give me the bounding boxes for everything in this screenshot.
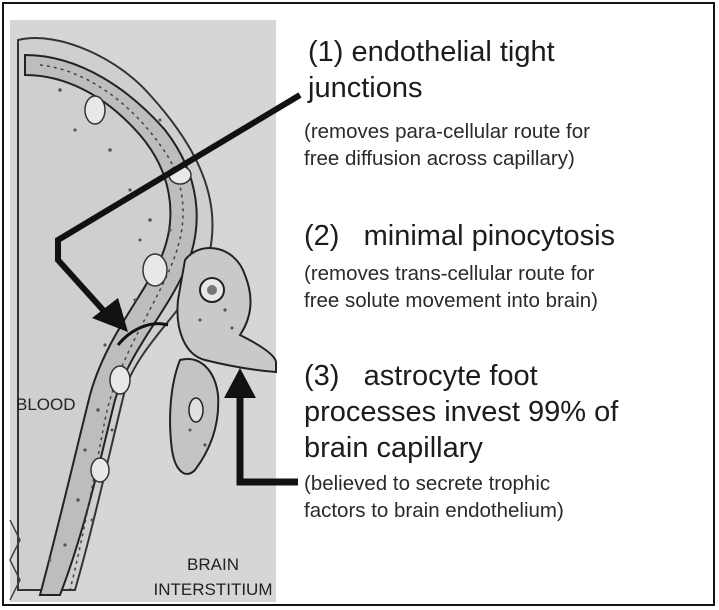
brain-interstitium-line1: BRAIN <box>148 552 278 577</box>
annotation-2-heading-line: (2) minimal pinocytosis <box>304 218 615 254</box>
astrocyte-nucleolus <box>207 285 217 295</box>
endothelial-nucleus <box>143 254 167 286</box>
annotation-1-heading: (1) endothelial tight junctions <box>308 34 555 106</box>
annotation-2-note-line: (removes trans-cellular route for <box>304 260 598 287</box>
endothelial-nucleus <box>110 366 130 394</box>
annotation-1-heading-line: junctions <box>308 70 555 106</box>
blood-label: BLOOD <box>16 392 76 417</box>
annotation-2-note-line: free solute movement into brain) <box>304 287 598 314</box>
brain-interstitium-label: BRAIN INTERSTITIUM <box>148 552 278 602</box>
annotation-3-note: (believed to secrete trophic factors to … <box>304 470 564 524</box>
annotation-2-note: (removes trans-cellular route for free s… <box>304 260 598 314</box>
annotation-1-note-line: free diffusion across capillary) <box>304 145 590 172</box>
annotation-3-note-line: (believed to secrete trophic <box>304 470 564 497</box>
annotation-3-heading-line: brain capillary <box>304 430 618 466</box>
endothelial-nucleus <box>91 458 109 482</box>
annotation-1-note: (removes para-cellular route for free di… <box>304 118 590 172</box>
annotation-2-heading: (2) minimal pinocytosis <box>304 218 615 254</box>
annotation-3-heading: (3) astrocyte foot processes invest 99% … <box>304 358 618 466</box>
endothelial-nucleus <box>85 96 105 124</box>
astrocyte-nucleus <box>189 398 203 422</box>
annotation-3-heading-line: processes invest 99% of <box>304 394 618 430</box>
annotation-3-heading-line: (3) astrocyte foot <box>304 358 618 394</box>
annotation-1-note-line: (removes para-cellular route for <box>304 118 590 145</box>
brain-interstitium-line2: INTERSTITIUM <box>148 577 278 602</box>
annotation-3-note-line: factors to brain endothelium) <box>304 497 564 524</box>
annotation-1-heading-line: (1) endothelial tight <box>308 34 555 70</box>
